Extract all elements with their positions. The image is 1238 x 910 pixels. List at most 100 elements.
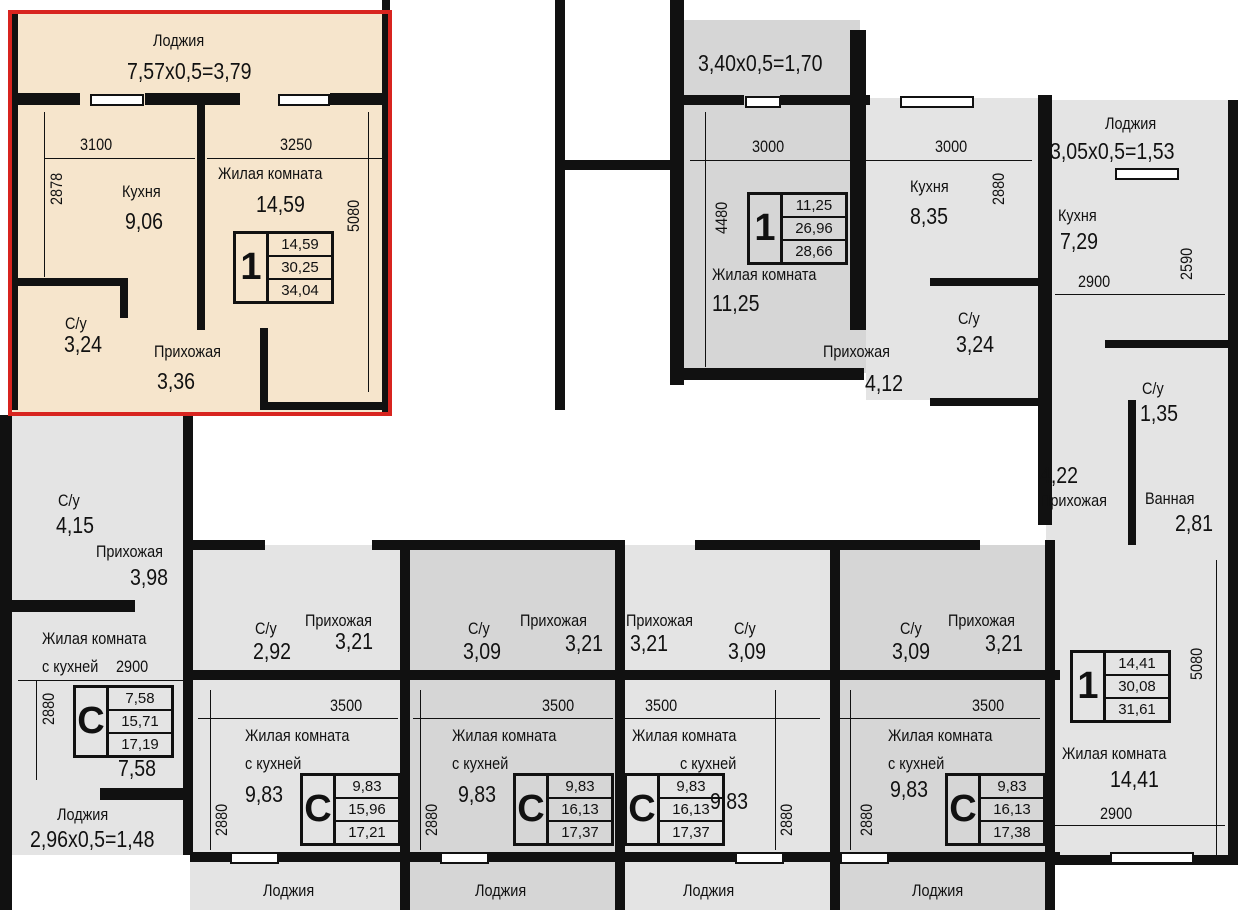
kitchen-label: Кухня (122, 182, 161, 201)
studio-1[interactable] (190, 545, 405, 910)
loggia-area: 2,96x0,5=1,48 (30, 826, 155, 852)
bathroom-area: 4,15 (56, 512, 95, 538)
room-area: 14,59 (256, 191, 305, 217)
loggia-top-mid (684, 20, 860, 98)
room-count: 1 (236, 234, 269, 301)
kitchen-area: 7,29 (1060, 228, 1099, 254)
room-area: 14,41 (1110, 766, 1159, 792)
loggia-label: Лоджия (475, 881, 527, 900)
apartment-right[interactable] (1046, 100, 1238, 860)
room-label: Жилая комната (1062, 744, 1167, 763)
hallway-label: Прихожая (305, 611, 372, 630)
dimension-kitchen-width: 3100 (80, 135, 113, 154)
hallway-label: Прихожая (948, 611, 1015, 630)
total-area: 16,13 (549, 799, 611, 822)
hallway-area: 3,21 (985, 630, 1024, 656)
hallway-label: Прихожая (823, 342, 890, 361)
total-with-loggia: 31,61 (1118, 701, 1156, 718)
dimension-width: 3500 (972, 696, 1005, 715)
living-area: 14,41 (1106, 653, 1168, 676)
kitchen-label: Кухня (1058, 206, 1097, 225)
hallway-area: 3,36 (157, 368, 196, 394)
room-label: Жилая комната (245, 726, 350, 745)
bathtub-room-area: 2,81 (1175, 510, 1214, 536)
room-label: Жилая комната (712, 265, 817, 284)
loggia-label: Лоджия (1105, 114, 1157, 133)
room-type: С (516, 776, 549, 843)
loggia-area: 3,05x0,5=1,53 (1050, 138, 1175, 164)
living-area: 9,83 (981, 776, 1043, 799)
hallway-area: 3,98 (130, 564, 169, 590)
room-label: Жилая комната (632, 726, 737, 745)
total-area: 15,96 (336, 799, 398, 822)
room-label-line2: с кухней (452, 754, 509, 773)
studio-2[interactable] (405, 545, 620, 910)
watermark: ONREALT (940, 29, 1183, 82)
bathroom-area: 3,09 (892, 638, 931, 664)
wc-label: С/у (1142, 379, 1164, 398)
dimension-height: 2880 (777, 803, 796, 836)
dimension-kitchen-height: 2878 (47, 172, 66, 205)
loggia-label: Лоджия (683, 881, 735, 900)
dimension-kitchen-width: 2900 (1078, 272, 1111, 291)
dimension-room-width: 3250 (280, 135, 313, 154)
apartment-top-mid[interactable] (684, 98, 866, 373)
wc-area: 1,35 (1140, 400, 1179, 426)
room-area: 11,25 (712, 290, 760, 316)
bathroom-label: С/у (65, 314, 87, 333)
bathroom-area: 2,92 (253, 638, 292, 664)
total-with-loggia: 28,66 (795, 243, 833, 260)
dimension-height: 2880 (212, 803, 231, 836)
kitchen-label: Кухня (910, 177, 949, 196)
dimension-kitchen-width: 3000 (935, 137, 968, 156)
hallway-label: Прихожая (520, 611, 587, 630)
room-area: 9,83 (458, 781, 497, 807)
room-area: 9,83 (710, 788, 749, 814)
dimension-width: 2900 (116, 657, 149, 676)
selected-apartment-outline (8, 10, 392, 416)
bathroom-label: С/у (58, 491, 80, 510)
room-label: Жилая комната (42, 629, 147, 648)
total-area: 15,71 (109, 711, 171, 734)
dimension-height: 2880 (857, 803, 876, 836)
living-area: 9,83 (660, 776, 722, 799)
bathroom-label: С/у (255, 619, 277, 638)
living-area: 7,58 (109, 688, 171, 711)
room-area: 9,83 (245, 781, 284, 807)
hallway-label: Прихожая (154, 342, 221, 361)
living-area: 9,83 (336, 776, 398, 799)
room-label: Жилая комната (218, 164, 323, 183)
loggia-label: Лоджия (263, 881, 315, 900)
total-with-loggia: 17,38 (993, 824, 1031, 841)
kitchen-area: 8,35 (910, 203, 949, 229)
bathtub-room-label: Ванная (1145, 489, 1195, 508)
room-count: 1 (750, 195, 783, 262)
studio-4[interactable] (835, 545, 1050, 910)
bathroom-label: С/у (468, 619, 490, 638)
loggia-label: Лоджия (912, 881, 964, 900)
room-label-line2: с кухней (245, 754, 302, 773)
bathroom-area: 3,24 (956, 331, 995, 357)
room-type: С (948, 776, 981, 843)
loggia-area: 7,57x0,5=3,79 (127, 58, 252, 84)
dimension-height: 2880 (39, 692, 58, 725)
hallway-label: Прихожая (96, 542, 163, 561)
dimension-kitchen-height: 2590 (1177, 247, 1196, 280)
bathroom-area: 3,24 (64, 331, 103, 357)
dimension-room-height: 5080 (1187, 647, 1206, 680)
hallway-area: 4,12 (865, 370, 904, 396)
total-area: 30,25 (269, 257, 331, 280)
hallway-area: 3,21 (630, 630, 669, 656)
dimension-width: 3500 (330, 696, 363, 715)
dimension-height: 2880 (422, 803, 441, 836)
room-type: С (303, 776, 336, 843)
room-label-line2: с кухней (42, 657, 99, 676)
studio-3[interactable] (620, 545, 835, 910)
apartment-left[interactable] (10, 415, 190, 855)
hallway-area: 3,21 (335, 628, 374, 654)
